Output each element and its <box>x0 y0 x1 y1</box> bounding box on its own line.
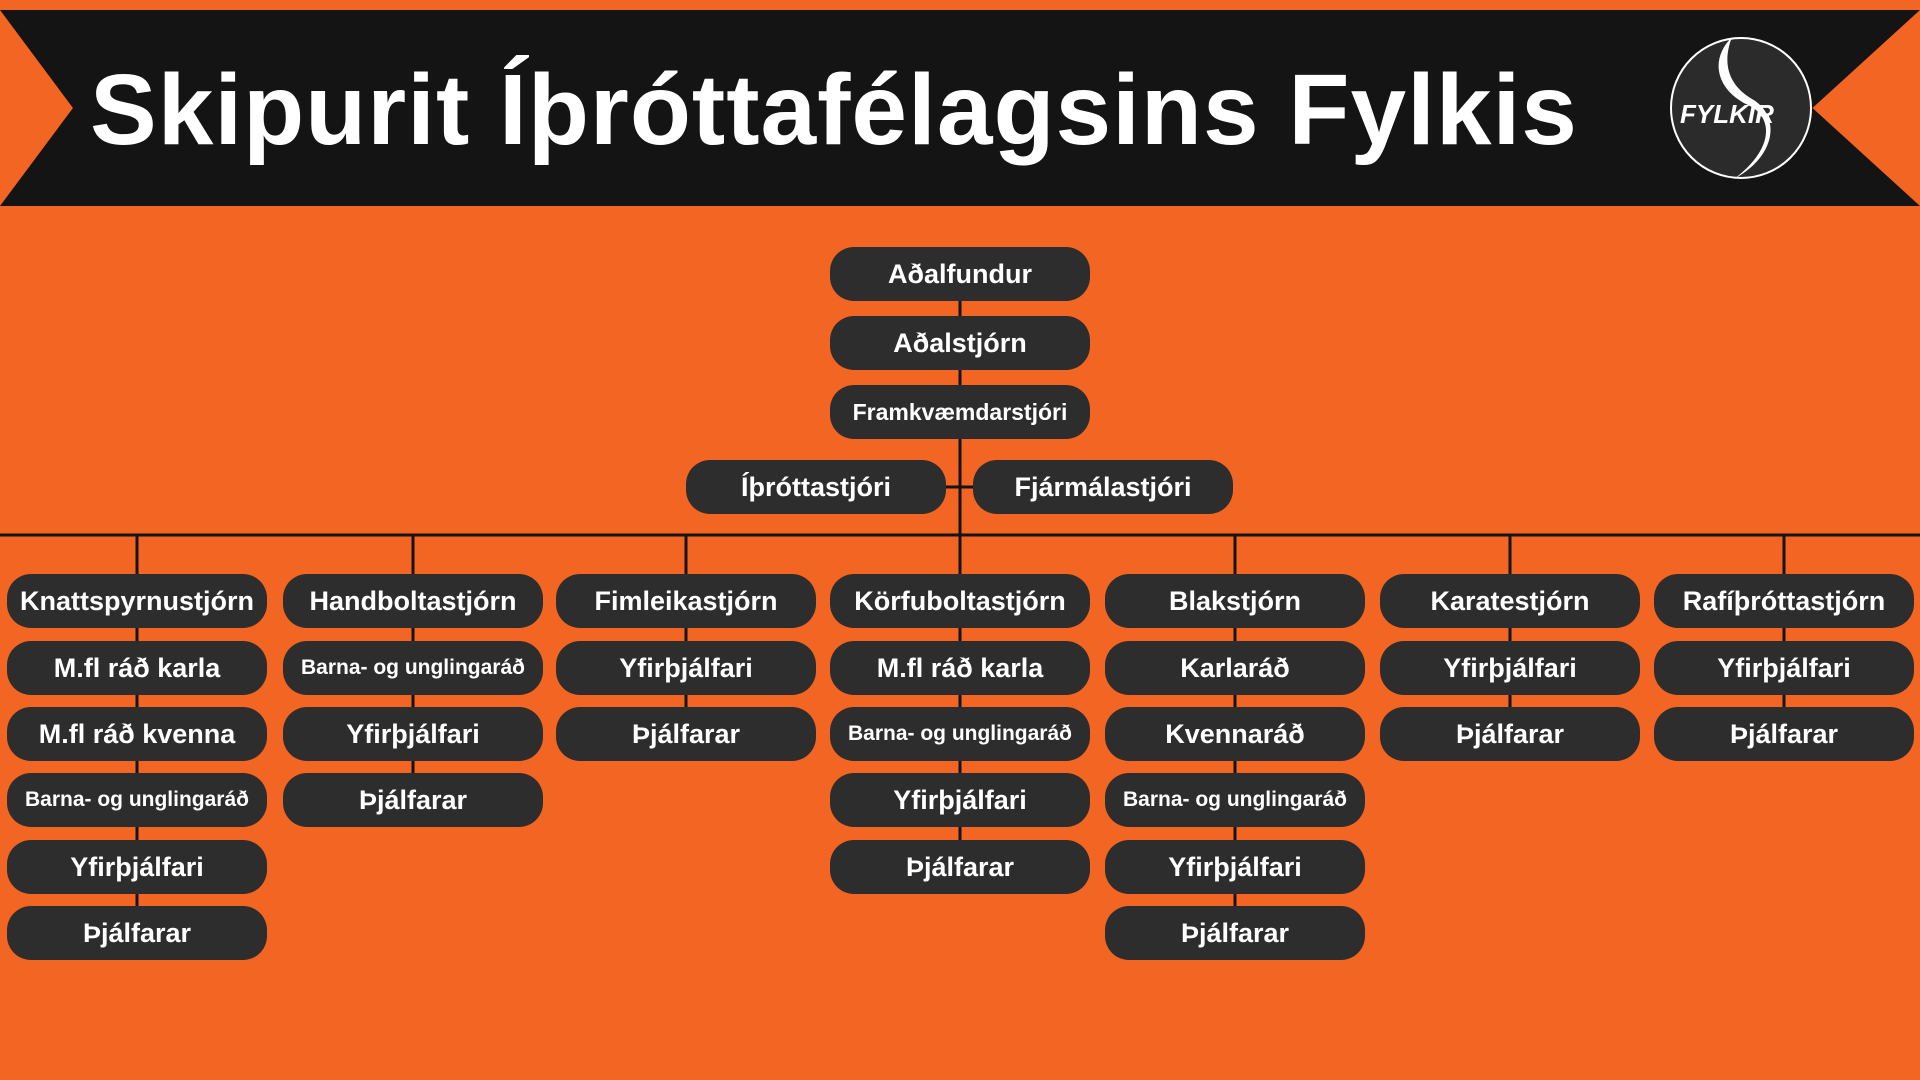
department-item-thjalfarar: Þjálfarar <box>1380 707 1640 761</box>
department-item-thjalfarar: Þjálfarar <box>556 707 816 761</box>
top-node-adalfundur: Aðalfundur <box>830 247 1090 301</box>
department-head-karatestjorn: Karatestjórn <box>1380 574 1640 628</box>
department-item-yfirthjalfari: Yfirþjálfari <box>1654 641 1914 695</box>
manager-node-fjarmalastjori: Fjármálastjóri <box>973 460 1233 514</box>
department-item-thjalfarar: Þjálfarar <box>830 840 1090 894</box>
department-head-fimleikastjorn: Fimleikastjórn <box>556 574 816 628</box>
department-head-knattspyrnustjorn: Knattspyrnustjórn <box>7 574 267 628</box>
svg-text:FYLKIR: FYLKIR <box>1680 99 1774 129</box>
department-item-yfirthjalfari: Yfirþjálfari <box>283 707 543 761</box>
top-node-framkvaemdarstjori: Framkvæmdarstjóri <box>830 385 1090 439</box>
department-item-yfirthjalfari: Yfirþjálfari <box>830 773 1090 827</box>
department-item-m-fl-rad-karla: M.fl ráð karla <box>7 641 267 695</box>
department-head-korfuboltastjorn: Körfuboltastjórn <box>830 574 1090 628</box>
department-item-yfirthjalfari: Yfirþjálfari <box>1105 840 1365 894</box>
department-head-handboltastjorn: Handboltastjórn <box>283 574 543 628</box>
department-item-kvennarad: Kvennaráð <box>1105 707 1365 761</box>
department-item-thjalfarar: Þjálfarar <box>1654 707 1914 761</box>
department-item-barna-og-unglingarad: Barna- og unglingaráð <box>283 641 543 695</box>
department-item-karlarad: Karlaráð <box>1105 641 1365 695</box>
header-banner <box>0 10 1920 206</box>
department-item-m-fl-rad-karla: M.fl ráð karla <box>830 641 1090 695</box>
department-item-barna-og-unglingarad: Barna- og unglingaráð <box>1105 773 1365 827</box>
department-head-rafithrottastjorn: Rafíþróttastjórn <box>1654 574 1914 628</box>
department-item-barna-og-unglingarad: Barna- og unglingaráð <box>830 707 1090 761</box>
department-item-yfirthjalfari: Yfirþjálfari <box>7 840 267 894</box>
department-item-m-fl-rad-kvenna: M.fl ráð kvenna <box>7 707 267 761</box>
department-item-yfirthjalfari: Yfirþjálfari <box>556 641 816 695</box>
fylkir-logo: FYLKIR <box>1670 33 1812 183</box>
department-head-blakstjorn: Blakstjórn <box>1105 574 1365 628</box>
department-item-barna-og-unglingarad: Barna- og unglingaráð <box>7 773 267 827</box>
top-node-adalstjorn: Aðalstjórn <box>830 316 1090 370</box>
department-item-thjalfarar: Þjálfarar <box>7 906 267 960</box>
page-title: Skipurit Íþróttafélagsins Fylkis <box>90 53 1578 166</box>
department-item-thjalfarar: Þjálfarar <box>283 773 543 827</box>
department-item-yfirthjalfari: Yfirþjálfari <box>1380 641 1640 695</box>
department-item-thjalfarar: Þjálfarar <box>1105 906 1365 960</box>
manager-node-ithrottastjori: Íþróttastjóri <box>686 460 946 514</box>
